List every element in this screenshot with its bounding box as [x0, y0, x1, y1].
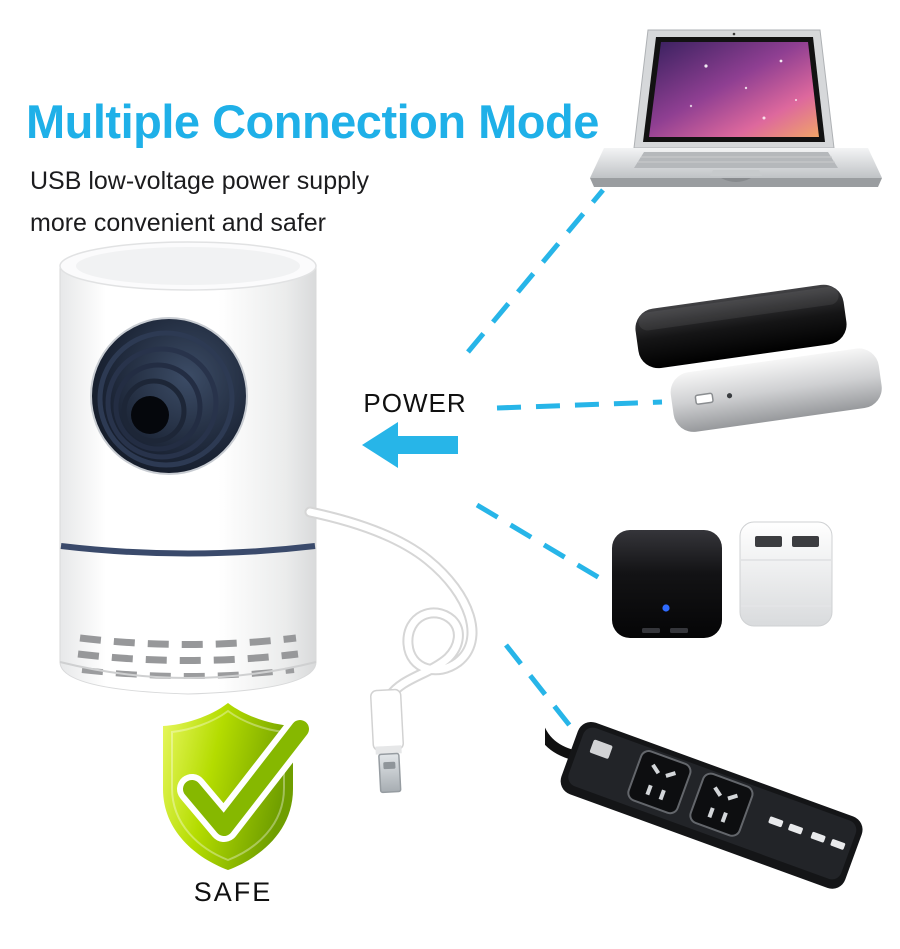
- subtitle-line-1: USB low-voltage power supply: [30, 167, 370, 195]
- safe-label: SAFE: [193, 877, 273, 907]
- dashed-line-to-laptop: [466, 188, 605, 354]
- dashed-line-to-power-strip: [504, 643, 580, 738]
- safety-shield-icon: [163, 703, 315, 870]
- lamp-base-rim: [59, 661, 317, 679]
- usb-connector: [370, 688, 404, 794]
- usb-cable: [304, 506, 478, 794]
- power-bank-image: [635, 284, 882, 432]
- power-label: POWER: [363, 388, 467, 418]
- lamp-funnel-hole: [90, 317, 248, 475]
- power-arrow-icon: [362, 422, 458, 468]
- dashed-line-to-power-bank: [496, 399, 663, 411]
- mosquito-killer-lamp-image: [59, 241, 317, 695]
- power-bank-black: [635, 284, 847, 369]
- black-usb-charger: [612, 530, 722, 638]
- laptop-screen: [633, 29, 835, 149]
- usb-port-1: [755, 536, 782, 547]
- dashed-connection-lines: [466, 188, 663, 738]
- ac-socket-1: [627, 750, 692, 815]
- page-subtitle: USB low-voltage power supply more conven…: [30, 160, 450, 244]
- power-strip-cord: [545, 719, 575, 760]
- checkmark-icon: [177, 714, 315, 842]
- lamp-accent-ring: [60, 543, 316, 557]
- usb-wall-adapters-image: [612, 521, 833, 638]
- page-title: Multiple Connection Mode: [26, 95, 599, 148]
- usb-output-port: [694, 392, 714, 405]
- power-switch: [589, 739, 613, 759]
- power-strip-image: [545, 719, 863, 889]
- power-bank-silver: [670, 348, 882, 432]
- webcam-dot: [732, 32, 736, 36]
- usb-port-2: [792, 536, 819, 547]
- laptop-base: [590, 148, 882, 187]
- ac-socket-2: [689, 772, 754, 837]
- dashed-line-to-adapters: [475, 502, 610, 586]
- white-wall-plug: [739, 521, 833, 627]
- usb-port-row: [768, 816, 846, 850]
- laptop-image: [590, 29, 882, 187]
- subtitle-line-2: more convenient and safer: [30, 209, 327, 237]
- charger-led: [662, 604, 670, 612]
